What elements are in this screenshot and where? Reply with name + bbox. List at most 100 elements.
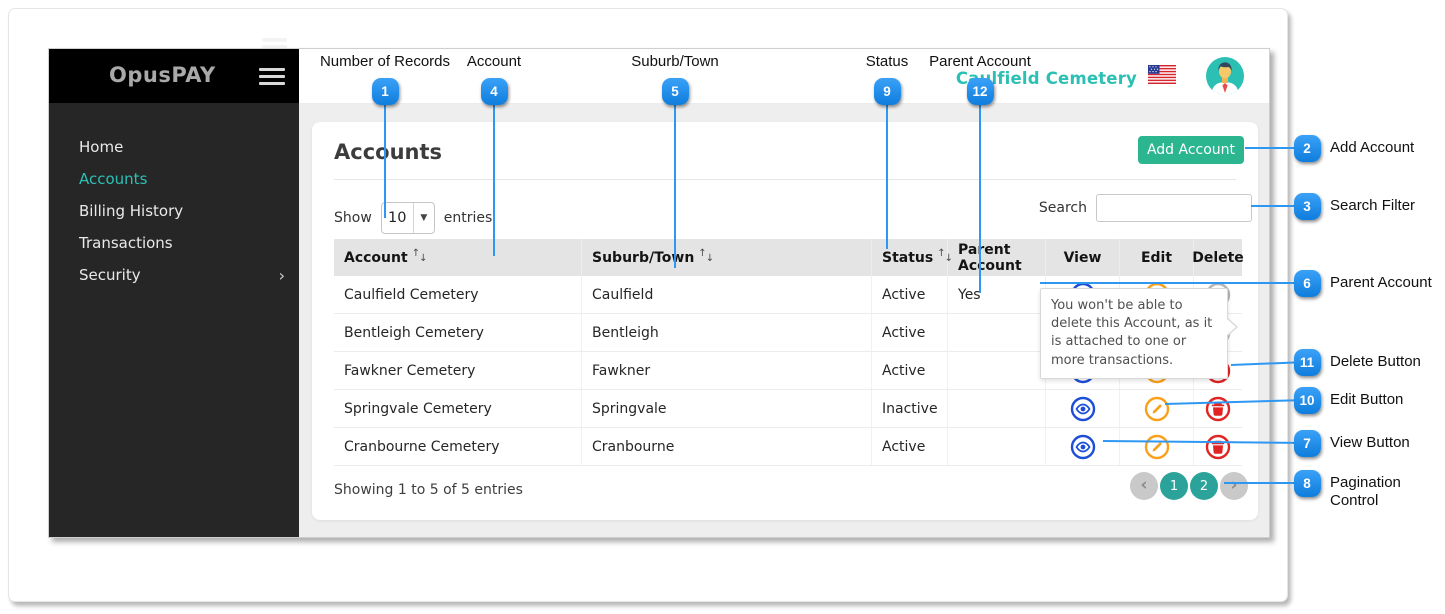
chevron-right-icon: › <box>278 265 285 285</box>
col-header-view: View <box>1046 239 1120 276</box>
page-size-control: Show 10 ▼ entries <box>334 202 492 234</box>
pagination-page-2[interactable]: 2 <box>1190 472 1218 500</box>
view-button[interactable] <box>1070 396 1096 422</box>
status-cell: Inactive <box>872 390 948 427</box>
delete-disabled-tooltip: You won't be able to delete this Account… <box>1040 288 1238 379</box>
callout-label-11: Delete Button <box>1330 353 1421 370</box>
current-account-name[interactable]: Caulfield Cemetery <box>955 69 1137 88</box>
callout-label-2: Add Account <box>1330 139 1415 156</box>
title-divider <box>334 179 1236 180</box>
app-screenshot: Caulfield Cemetery <box>48 48 1270 538</box>
sidebar-item-label: Billing History <box>79 202 184 220</box>
page-size-value: 10 <box>388 210 407 226</box>
search-label: Search <box>1038 200 1087 216</box>
suburb-cell: Cranbourne <box>582 428 872 465</box>
sidebar-item-label: Transactions <box>79 234 173 252</box>
sidebar-item-transactions[interactable]: Transactions <box>49 227 299 259</box>
callout-label-6: Parent Account <box>1330 274 1432 291</box>
sidebar-item-label: Home <box>79 138 124 156</box>
edit-button[interactable] <box>1144 396 1170 422</box>
suburb-cell: Springvale <box>582 390 872 427</box>
pagination-next-button[interactable]: › <box>1220 472 1248 500</box>
sidebar-item-label: Accounts <box>79 170 148 188</box>
add-account-button[interactable]: Add Account <box>1138 136 1244 164</box>
callout-marker-7: 7 <box>1293 429 1321 457</box>
search-control: Search <box>1039 194 1252 222</box>
suburb-cell: Fawkner <box>582 352 872 389</box>
callout-label-12: Parent Account <box>929 53 1031 70</box>
callout-label-5: Suburb/Town <box>631 53 719 70</box>
callout-marker-2: 2 <box>1293 134 1321 162</box>
sidebar-item-label: Security <box>79 266 141 284</box>
col-header-suburb-town[interactable]: Suburb/Town↑↓ <box>582 239 872 276</box>
us-flag-icon[interactable] <box>1148 65 1176 84</box>
parent-account-cell <box>948 314 1046 351</box>
logo-bar: OpusPAY <box>49 49 299 103</box>
delete-button[interactable] <box>1205 396 1231 422</box>
callout-label-3: Search Filter <box>1330 197 1416 214</box>
sidebar-item-accounts[interactable]: Accounts <box>49 163 299 195</box>
callout-marker-12: 12 <box>966 78 994 105</box>
pagination-prev-button[interactable]: ‹ <box>1130 472 1158 500</box>
sort-icon: ↑↓ <box>698 248 715 264</box>
status-cell: Active <box>872 314 948 351</box>
search-input[interactable] <box>1096 194 1252 222</box>
sidebar-item-billing-history[interactable]: Billing History <box>49 195 299 227</box>
sidebar-toggle-icon[interactable] <box>259 68 285 89</box>
parent-account-cell: Yes <box>948 276 1046 313</box>
select-caret-icon: ▼ <box>412 203 434 233</box>
user-avatar[interactable] <box>1206 57 1244 95</box>
sidebar-item-security[interactable]: Security › <box>49 259 299 291</box>
edit-button[interactable] <box>1144 434 1170 460</box>
doc-frame: Caulfield Cemetery <box>8 8 1288 602</box>
col-header-account[interactable]: Account↑↓ <box>334 239 582 276</box>
view-button[interactable] <box>1070 434 1096 460</box>
sort-icon: ↑↓ <box>411 248 428 264</box>
status-cell: Active <box>872 276 948 313</box>
parent-account-cell <box>948 352 1046 389</box>
entries-summary: Showing 1 to 5 of 5 entries <box>334 482 523 498</box>
suburb-cell: Bentleigh <box>582 314 872 351</box>
callout-label-1: Number of Records <box>319 53 451 70</box>
callout-marker-5: 5 <box>661 78 689 105</box>
account-cell: Springvale Cemetery <box>334 390 582 427</box>
callout-label-8: Pagination Control <box>1330 474 1401 509</box>
callout-label-10: Edit Button <box>1330 391 1404 408</box>
col-header-status[interactable]: Status↑↓ <box>872 239 953 276</box>
status-cell: Active <box>872 352 948 389</box>
sort-icon: ↑↓ <box>937 248 953 264</box>
callout-marker-4: 4 <box>480 78 508 105</box>
app-logo: OpusPAY <box>109 63 216 87</box>
callout-marker-11: 11 <box>1293 348 1321 376</box>
callout-marker-10: 10 <box>1293 386 1321 414</box>
col-header-delete: Delete <box>1192 249 1244 266</box>
callout-marker-1: 1 <box>371 78 399 105</box>
callout-marker-8: 8 <box>1293 469 1321 497</box>
page-title: Accounts <box>334 140 443 164</box>
account-cell: Bentleigh Cemetery <box>334 314 582 351</box>
callout-label-9: Status <box>865 53 909 70</box>
accounts-table: Account↑↓Suburb/Town↑↓Status↑↓Parent Acc… <box>334 239 1244 466</box>
pagination-page-1[interactable]: 1 <box>1160 472 1188 500</box>
accounts-card: Accounts Add Account Show 10 ▼ entries S… <box>312 122 1258 520</box>
parent-account-cell <box>948 428 1046 465</box>
show-label: Show <box>334 210 372 226</box>
callout-label-7: View Button <box>1330 434 1410 451</box>
callout-marker-6: 6 <box>1293 269 1321 297</box>
page-size-select[interactable]: 10 ▼ <box>380 202 435 234</box>
delete-button[interactable] <box>1205 434 1231 460</box>
entries-label: entries <box>443 210 493 226</box>
account-cell: Caulfield Cemetery <box>334 276 582 313</box>
table-header-row: Account↑↓Suburb/Town↑↓Status↑↓Parent Acc… <box>334 239 1244 276</box>
callout-label-4: Account <box>466 53 522 70</box>
suburb-cell: Caulfield <box>582 276 872 313</box>
callout-marker-9: 9 <box>873 78 901 105</box>
sidebar-item-home[interactable]: Home <box>49 131 299 163</box>
callout-marker-3: 3 <box>1293 192 1321 220</box>
